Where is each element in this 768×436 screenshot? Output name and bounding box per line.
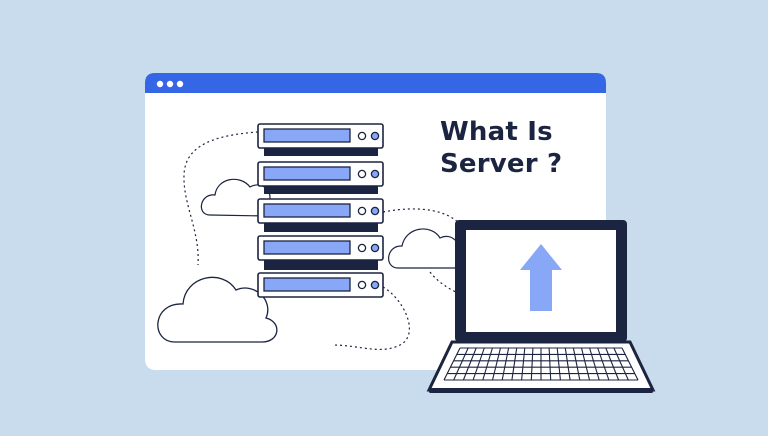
connector-left [183, 131, 259, 266]
keyboard-col-line [589, 347, 600, 381]
server-unit [257, 123, 384, 149]
server-unit [257, 235, 384, 261]
keyboard-col-line [482, 347, 493, 381]
server-rack-icon [257, 123, 384, 298]
keyboard-col-line [443, 347, 461, 381]
title-line-1: What Is [440, 117, 553, 147]
cloud-icon [157, 276, 278, 343]
page-title: What Is Server ? [440, 116, 562, 180]
server-unit [257, 272, 384, 298]
keyboard-col-line [564, 347, 571, 381]
upload-arrow-icon [520, 244, 562, 311]
keyboard-col-line [472, 347, 485, 381]
laptop-keyboard-grid [443, 347, 639, 381]
keyboard-col-line [521, 347, 526, 381]
keyboard-col-line [462, 347, 477, 381]
keyboard-col-line [572, 347, 581, 381]
keyboard-col-line [605, 347, 620, 381]
keyboard-col-line [580, 347, 591, 381]
server-unit [257, 161, 384, 187]
keyboard-col-line [556, 347, 561, 381]
keyboard-col-line [453, 347, 469, 381]
keyboard-col-line [501, 347, 510, 381]
three-dots-icon [156, 80, 184, 88]
keyboard-col-line [597, 347, 610, 381]
connector-bottom [331, 286, 410, 351]
title-line-2: Server ? [440, 149, 563, 179]
keyboard-col-line [530, 347, 534, 381]
connector-right [382, 208, 463, 227]
laptop-base-edge [429, 388, 653, 393]
server-unit [257, 198, 384, 224]
keyboard-col-line [621, 347, 639, 381]
keyboard-col-line [548, 347, 552, 381]
connector-lines [183, 131, 466, 351]
window-titlebar [145, 73, 606, 93]
laptop-icon [426, 220, 656, 393]
keyboard-col-line [613, 347, 629, 381]
keyboard-col-line [491, 347, 502, 381]
keyboard-col-line [511, 347, 518, 381]
